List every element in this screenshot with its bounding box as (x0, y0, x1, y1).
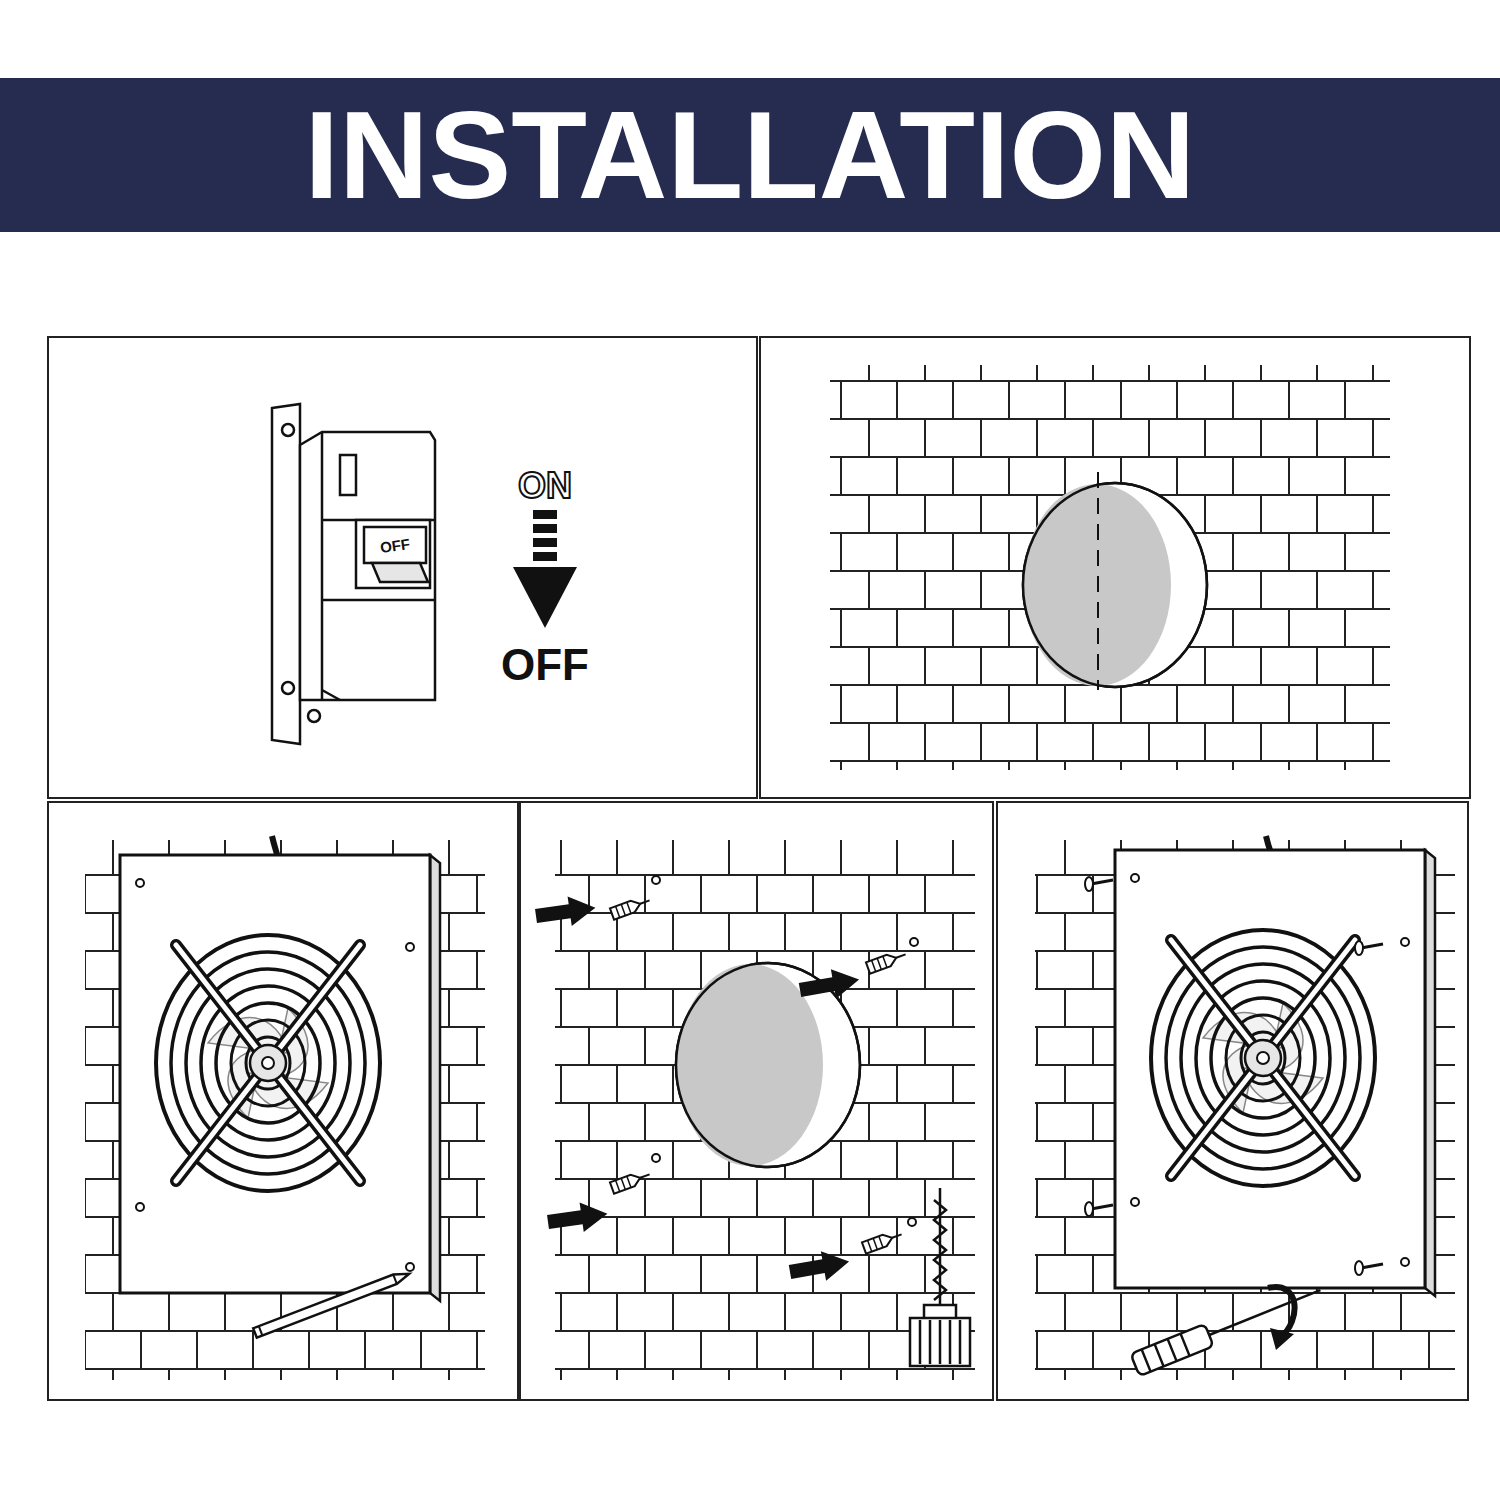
on-label: ON (518, 468, 572, 504)
drill-anchors (534, 840, 975, 1380)
breaker-switch (272, 404, 435, 744)
mark-holes (85, 836, 485, 1380)
header-band (0, 78, 1500, 232)
wall-hole (830, 365, 1390, 770)
off-arrow (513, 510, 577, 628)
header-title: INSTALLATION (0, 78, 1500, 232)
panel-frames (48, 337, 1470, 1400)
switch-state: OFF (379, 535, 411, 554)
screw-fan (1035, 836, 1455, 1380)
off-label: OFF (501, 643, 589, 687)
